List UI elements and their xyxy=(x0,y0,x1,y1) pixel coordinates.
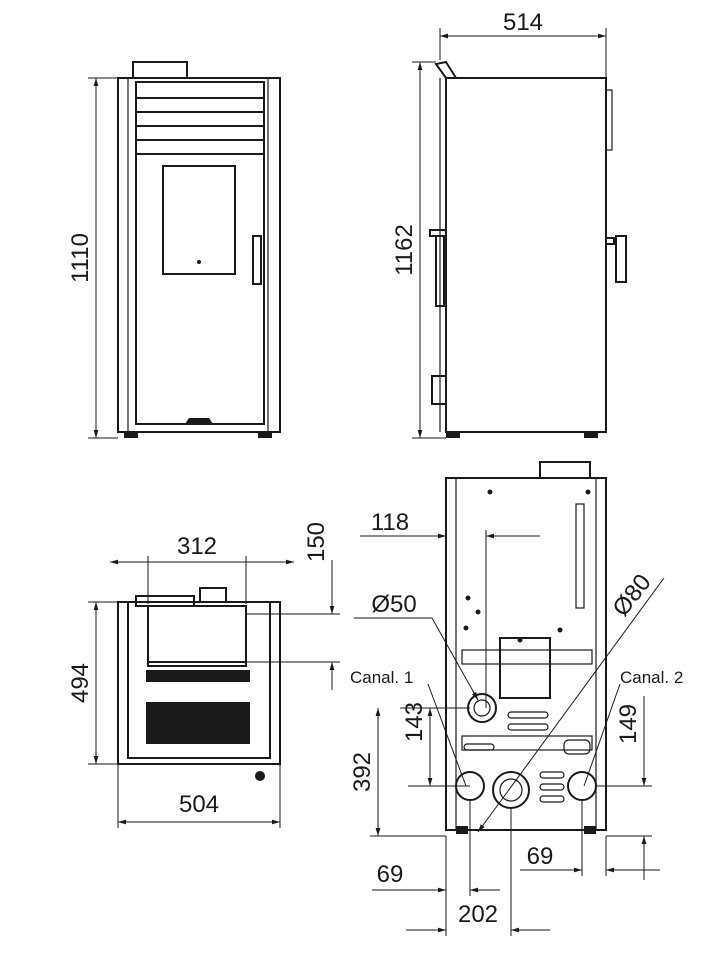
left-offset-label: 69 xyxy=(377,861,404,888)
air-inlet-diameter-label: Ø50 xyxy=(371,591,416,618)
flue-offset-label: 118 xyxy=(371,509,409,536)
side-depth-label: 514 xyxy=(503,9,543,36)
top-view: 312 150 494 504 xyxy=(67,522,340,828)
front-view: 1110 xyxy=(67,61,281,439)
inlet-height-label: 143 xyxy=(401,702,428,742)
side-view: 514 1162 xyxy=(391,9,627,439)
top-inner-width-label: 312 xyxy=(177,533,217,560)
top-offset-label: 150 xyxy=(303,522,330,562)
flue-height-label: 392 xyxy=(349,752,376,792)
rear-view: 118 Ø50 Ø80 Canal. 1 Canal. 2 143 392 14… xyxy=(349,461,683,936)
top-width-label: 504 xyxy=(179,791,219,818)
canal-2-label: Canal. 2 xyxy=(620,668,683,687)
top-depth-label: 494 xyxy=(67,663,94,703)
side-height-label: 1162 xyxy=(391,224,418,276)
right-offset-label: 69 xyxy=(527,843,554,870)
canal-1-label: Canal. 1 xyxy=(350,668,413,687)
flue-spacing-label: 202 xyxy=(458,901,498,928)
front-height-label: 1110 xyxy=(67,233,94,283)
vent-slots xyxy=(463,711,591,803)
flue-diameter-label: Ø80 xyxy=(607,569,656,621)
canal-2-height-label: 149 xyxy=(615,704,642,744)
